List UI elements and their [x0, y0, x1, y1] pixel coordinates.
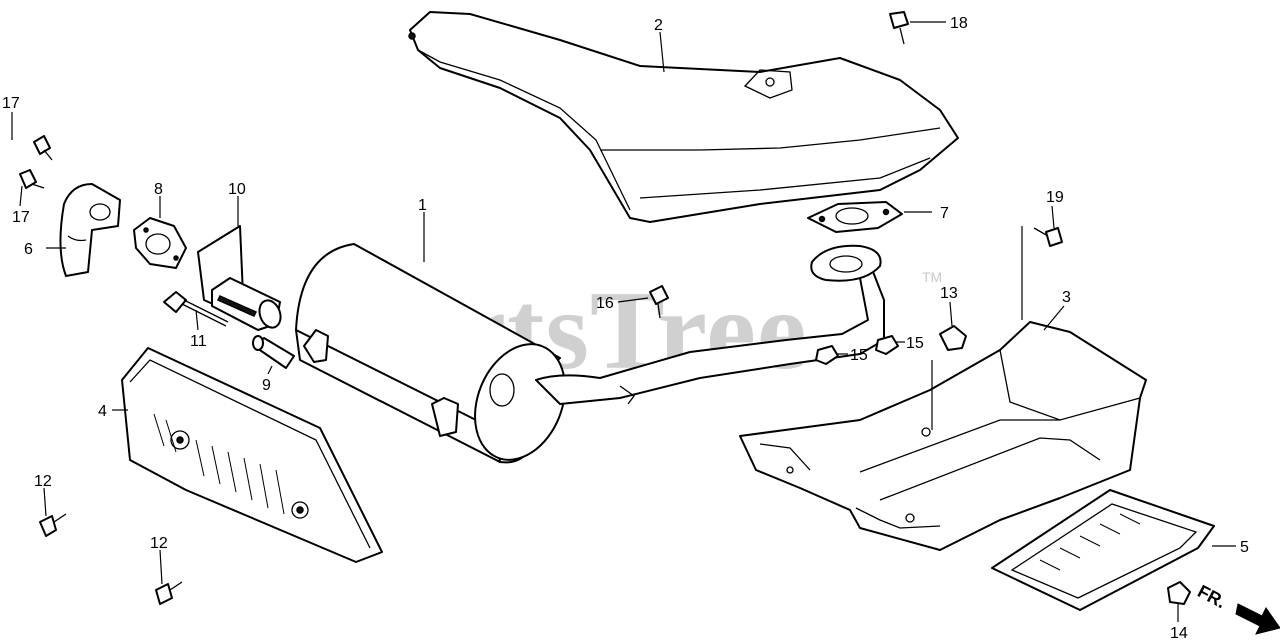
callout-8: 8	[154, 181, 163, 198]
part-17-bolt-lower[interactable]	[19, 169, 45, 189]
callout-4: 4	[98, 403, 107, 420]
callout-7: 7	[940, 205, 949, 222]
part-11-bolt[interactable]	[163, 291, 229, 327]
callout-labels: 1 2 3 4 5 6 7 8 9 10 11 12 12 13 14 15 1…	[2, 15, 1249, 642]
callout-9: 9	[262, 377, 271, 394]
part-16-bolt[interactable]	[649, 285, 669, 319]
part-2-upper-heat-shield[interactable]	[408, 11, 959, 223]
part-3-lower-protector[interactable]	[739, 321, 1147, 551]
callout-17-upper: 17	[2, 95, 20, 112]
callout-18: 18	[950, 15, 968, 32]
callout-12-lower: 12	[150, 535, 168, 552]
leader-lines	[11, 21, 1236, 622]
callout-10: 10	[228, 181, 246, 198]
part-12-bolt-a[interactable]	[39, 513, 67, 537]
callout-15-left: 15	[850, 347, 868, 364]
callout-19: 19	[1046, 189, 1064, 206]
part-9-pin[interactable]	[252, 335, 295, 369]
front-direction-indicator: FR.	[1194, 581, 1280, 635]
part-6-exhaust-elbow[interactable]	[59, 183, 121, 277]
callout-11: 11	[190, 333, 207, 350]
part-4-grille-protector[interactable]	[121, 347, 383, 563]
callout-3: 3	[1062, 289, 1071, 306]
callout-12-upper: 12	[34, 473, 52, 490]
part-1-muffler[interactable]	[295, 243, 885, 473]
part-8-gasket-small[interactable]	[133, 217, 187, 269]
callout-16: 16	[596, 295, 614, 312]
callout-15-right: 15	[906, 335, 924, 352]
callout-5: 5	[1240, 539, 1249, 556]
callout-6: 6	[24, 241, 33, 258]
part-10-spark-arrester[interactable]	[197, 225, 284, 331]
callout-2: 2	[654, 17, 663, 34]
part-18-bolt[interactable]	[889, 11, 909, 45]
callout-1: 1	[418, 197, 427, 214]
part-15-nut-a[interactable]	[815, 345, 839, 365]
part-17-bolt-upper[interactable]	[33, 135, 53, 161]
part-7-gasket[interactable]	[807, 201, 903, 233]
part-12-bolt-b[interactable]	[155, 581, 183, 605]
callout-14: 14	[1170, 625, 1188, 642]
callout-13: 13	[940, 285, 958, 302]
callout-17-lower: 17	[12, 209, 30, 226]
front-arrow-icon	[1235, 603, 1280, 635]
part-15-nut-b[interactable]	[875, 335, 899, 355]
part-5-plate[interactable]	[991, 489, 1215, 611]
front-label: FR.	[1194, 581, 1229, 612]
part-19-bolt[interactable]	[1033, 227, 1063, 247]
part-13-nut[interactable]	[939, 325, 967, 351]
watermark-trademark: TM	[922, 269, 942, 285]
part-14-nut[interactable]	[1167, 581, 1191, 605]
